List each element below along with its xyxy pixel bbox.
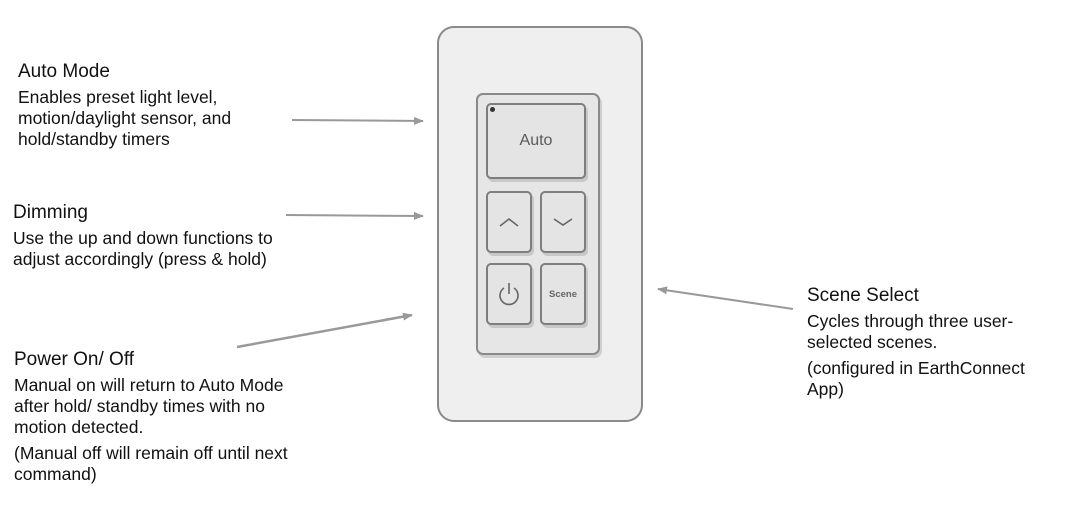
power-title: Power On/ Off [14, 349, 135, 370]
scene-select-arrow [657, 286, 794, 310]
scene-button-label: Scene [549, 288, 577, 300]
auto-mode-description: Enables preset light level, motion/dayli… [18, 87, 232, 149]
dimming-description: Use the up and down functions to adjust … [13, 228, 273, 269]
power-button[interactable] [486, 263, 532, 325]
dimming-title: Dimming [13, 202, 88, 223]
auto-mode-arrow [291, 116, 424, 125]
scene-select-callout: Scene Select Cycles through three user-s… [807, 285, 1062, 400]
dim-up-button[interactable] [486, 191, 532, 253]
dim-down-button[interactable] [540, 191, 586, 253]
dimming-callout: Dimming Use the up and down functions to… [13, 202, 303, 270]
power-description: Manual on will return to Auto Mode after… [14, 375, 284, 437]
chevron-down-icon [553, 218, 573, 226]
power-arrow [236, 312, 413, 349]
auto-mode-callout: Auto Mode Enables preset light level, mo… [18, 61, 288, 150]
dimming-arrow [285, 211, 424, 220]
auto-button[interactable]: Auto [486, 103, 586, 179]
auto-mode-title: Auto Mode [18, 61, 110, 82]
power-callout: Power On/ Off Manual on will return to A… [14, 349, 304, 485]
auto-button-label: Auto [519, 132, 553, 149]
scene-select-note: (configured in EarthConnect App) [807, 358, 1025, 399]
led-indicator-icon [490, 107, 495, 112]
power-note: (Manual off will remain off until next c… [14, 443, 288, 484]
scene-button[interactable]: Scene [540, 263, 586, 325]
power-icon [499, 283, 519, 306]
scene-select-title: Scene Select [807, 285, 919, 306]
scene-select-description: Cycles through three user-selected scene… [807, 311, 1014, 352]
chevron-up-icon [499, 217, 519, 227]
